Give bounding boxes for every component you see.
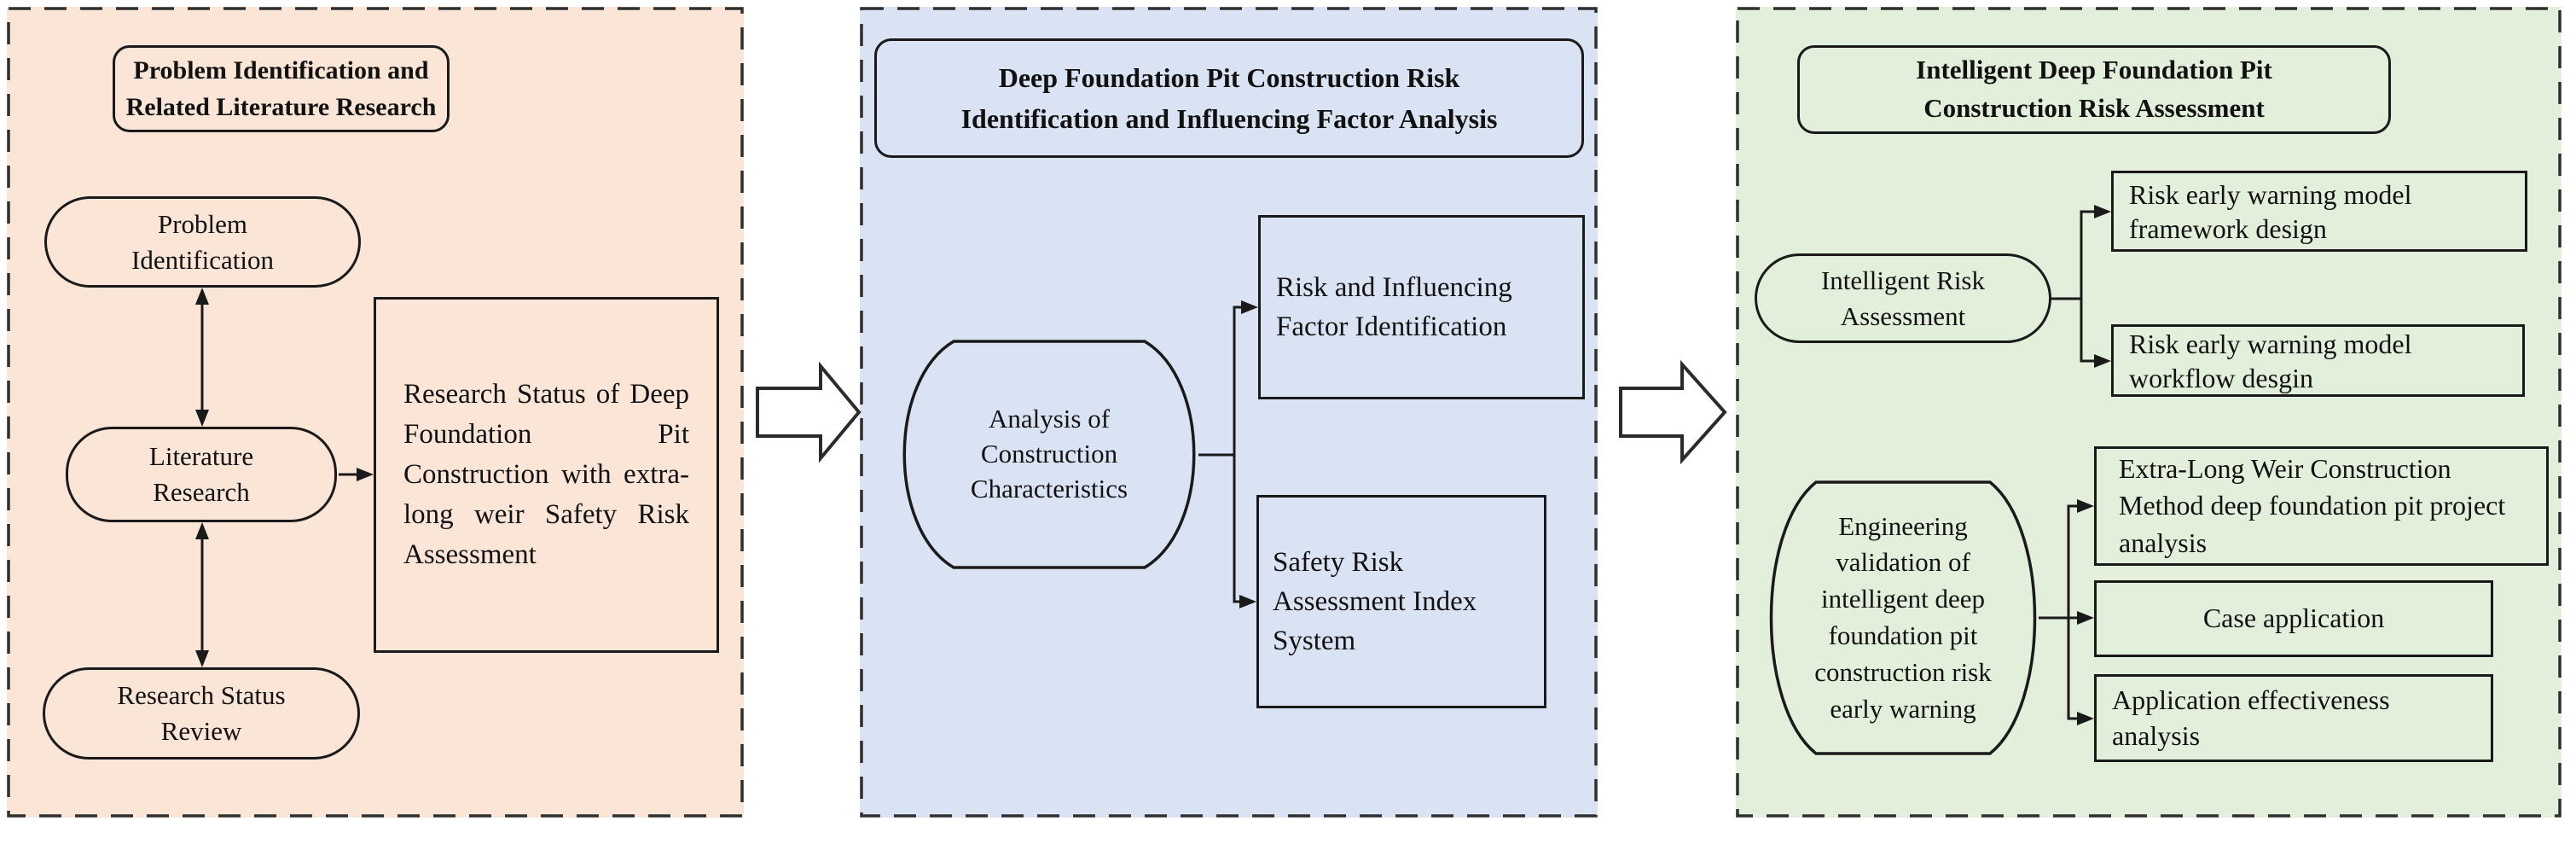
box-workflow-design-text: Risk early warning model workflow desgin	[2129, 328, 2412, 393]
box-workflow-design: Risk early warning model workflow desgin	[2111, 324, 2525, 397]
box-case-application: Case application	[2094, 580, 2493, 657]
box-risk-factor-identification: Risk and Influencing Factor Identificati…	[1258, 215, 1585, 399]
node-engineering-validation-text: Engineering validation of intelligent de…	[1814, 510, 1992, 724]
box-application-effectiveness-text: Application effectiveness analysis	[2112, 684, 2390, 751]
box-safety-risk-index-system-text: Safety Risk Assessment Index System	[1273, 546, 1477, 657]
box-extra-long-weir-analysis-text: Extra-Long Weir Construction Method deep…	[2119, 453, 2506, 558]
right-panel-title: Intelligent Deep Foundation Pit Construc…	[1797, 45, 2391, 134]
flow-arrow-middle-to-right-icon	[1619, 359, 1727, 465]
box-research-status-text: Research Status of Deep Foundation Pit C…	[403, 379, 689, 570]
box-framework-design: Risk early warning model framework desig…	[2111, 171, 2527, 252]
box-risk-factor-identification-text: Risk and Influencing Factor Identificati…	[1276, 271, 1512, 342]
node-literature-research: Literature Research	[66, 427, 337, 522]
barrel-shape-icon	[902, 340, 1196, 569]
middle-panel-title: Deep Foundation Pit Construction Risk Id…	[874, 38, 1584, 158]
flow-arrow-left-to-middle-icon	[756, 361, 862, 463]
box-research-status: Research Status of Deep Foundation Pit C…	[374, 297, 719, 653]
node-research-status-review: Research Status Review	[43, 667, 360, 760]
box-extra-long-weir-analysis: Extra-Long Weir Construction Method deep…	[2094, 446, 2549, 566]
barrel-shape-icon	[1769, 480, 2037, 755]
box-application-effectiveness: Application effectiveness analysis	[2094, 674, 2493, 762]
node-analysis-text: Analysis of Construction Characteristics	[970, 404, 1128, 503]
left-panel-title: Problem Identification and Related Liter…	[113, 45, 450, 132]
box-framework-design-text: Risk early warning model framework desig…	[2129, 178, 2412, 244]
node-intelligent-risk-assessment: Intelligent Risk Assessment	[1755, 253, 2051, 343]
node-problem-identification: Problem Identification	[44, 196, 361, 288]
node-engineering-validation: Engineering validation of intelligent de…	[1767, 480, 2039, 755]
node-analysis-construction-characteristics: Analysis of Construction Characteristics	[900, 340, 1198, 569]
box-safety-risk-index-system: Safety Risk Assessment Index System	[1256, 495, 1546, 708]
